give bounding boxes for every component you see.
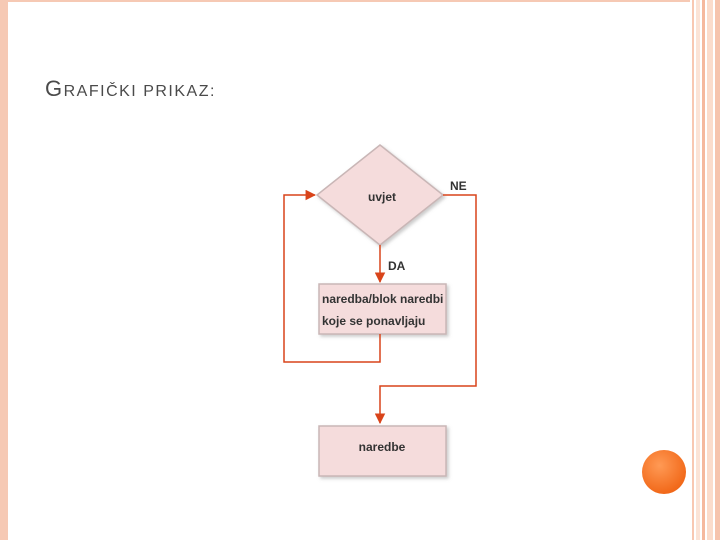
loop-body-line2: koje se ponavljaju <box>322 314 425 328</box>
slide-title: GRAFIČKI PRIKAZ: <box>45 76 216 102</box>
loop-body-box <box>318 283 447 335</box>
loop-back-arrow <box>283 189 381 363</box>
no-branch-arrow <box>374 194 477 425</box>
yes-label: DA <box>388 259 406 273</box>
no-label: NE <box>450 179 467 193</box>
slide-title-initial: G <box>45 76 64 101</box>
condition-label: uvjet <box>368 190 396 204</box>
slide-decor-stripes <box>690 0 720 540</box>
slide-frame-top <box>8 0 690 2</box>
loop-body-line1: naredba/blok naredbi <box>322 292 443 306</box>
statements-label: naredbe <box>359 440 406 454</box>
statements-box <box>318 425 447 477</box>
orange-circle-decoration <box>642 450 686 494</box>
slide-title-rest: RAFIČKI PRIKAZ: <box>63 83 216 100</box>
slide-frame-left <box>0 0 8 540</box>
